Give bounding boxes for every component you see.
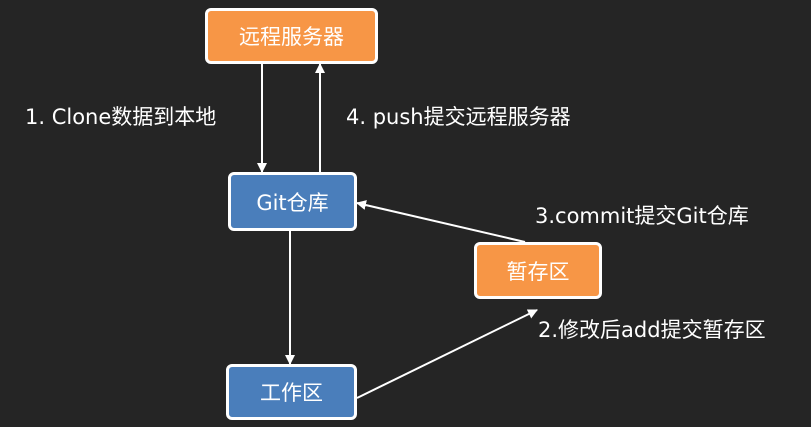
git-repo-node: Git仓库 bbox=[228, 172, 357, 231]
working-dir-node: 工作区 bbox=[226, 364, 357, 420]
push-label: 4. push提交远程服务器 bbox=[346, 105, 571, 129]
commit-label: 3.commit提交Git仓库 bbox=[535, 204, 749, 228]
remote-server-node: 远程服务器 bbox=[205, 8, 378, 64]
remote-server-label: 远程服务器 bbox=[239, 25, 344, 49]
staging-area-label: 暂存区 bbox=[506, 259, 570, 284]
staging-area-node: 暂存区 bbox=[474, 242, 602, 299]
add-arrow bbox=[356, 309, 538, 399]
clone-label: 1. Clone数据到本地 bbox=[25, 105, 217, 129]
commit-arrow bbox=[356, 200, 526, 243]
git-repo-label: Git仓库 bbox=[256, 190, 329, 215]
working-dir-label: 工作区 bbox=[260, 381, 323, 405]
add-label: 2.修改后add提交暂存区 bbox=[538, 318, 766, 342]
